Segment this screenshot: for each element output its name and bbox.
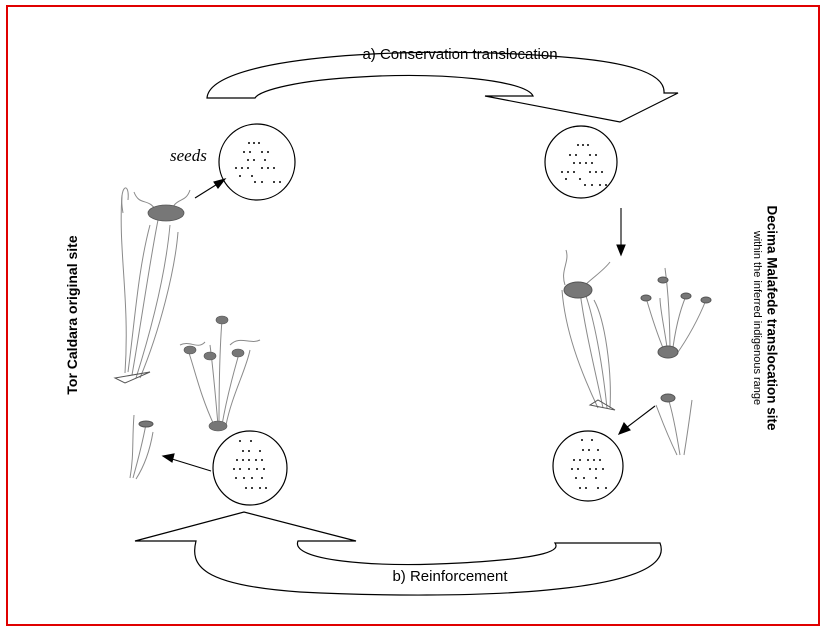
seeds-label: seeds: [170, 146, 207, 165]
translocation-site-sublabel: within the inferred indigenous range: [751, 230, 763, 406]
plant-flower-head-left: [147, 204, 185, 222]
plant-illustration-small-left: [129, 414, 154, 480]
plant-illustration-large-right: [561, 249, 616, 411]
frame-border: [6, 5, 820, 626]
translocation-site-label: Decima Malafede translocation site: [764, 205, 780, 431]
conservation-translocation-label: a) Conservation translocation: [362, 46, 558, 63]
reinforcement-arrow: [134, 511, 662, 596]
plant-flower-heads-cluster-left: [183, 315, 245, 432]
seed-circle-top-left: [218, 123, 296, 201]
arrow-plant-to-seeds-right: [617, 405, 656, 435]
seed-circle-top-right: [544, 125, 618, 199]
arrow-seeds-down: [616, 208, 626, 257]
seed-circle-bottom-right: [552, 430, 624, 502]
conservation-translocation-arrow: [206, 51, 679, 123]
original-site-label: Tor Caldara original site: [64, 235, 80, 395]
plant-illustration-small-right: [655, 393, 693, 456]
plant-illustration-cluster-right: [640, 267, 712, 359]
reinforcement-label: b) Reinforcement: [392, 568, 508, 585]
arrow-plant-to-seeds: [194, 178, 227, 199]
plant-illustration-cluster-left: [179, 319, 261, 426]
seed-circle-bottom-left: [212, 430, 288, 506]
arrow-seeds-to-plant-left: [161, 453, 212, 472]
